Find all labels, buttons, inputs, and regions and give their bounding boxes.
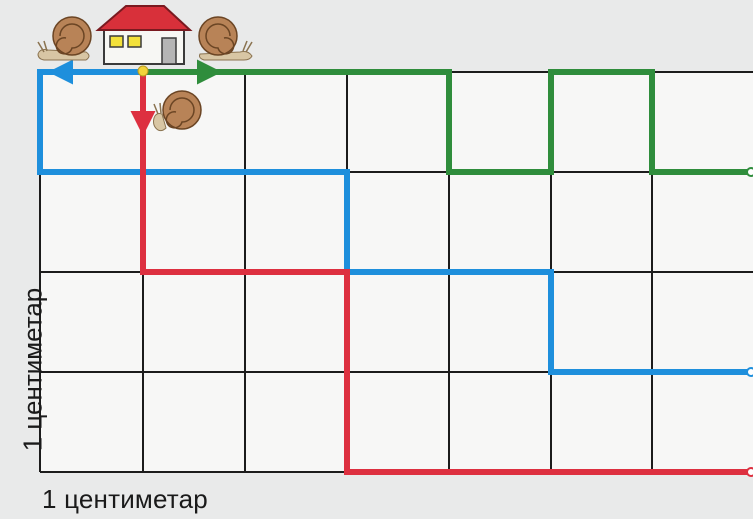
horizontal-unit-label: 1 центиметар	[42, 484, 208, 515]
vertical-unit-label: 1 центиметар	[18, 270, 49, 470]
blue-end-point	[747, 368, 753, 376]
start-point	[138, 66, 148, 76]
red-end-point	[747, 468, 753, 476]
snail-icon	[199, 17, 252, 60]
snail-icon	[38, 17, 91, 60]
green-end-point	[747, 168, 753, 176]
house-icon	[98, 6, 190, 64]
